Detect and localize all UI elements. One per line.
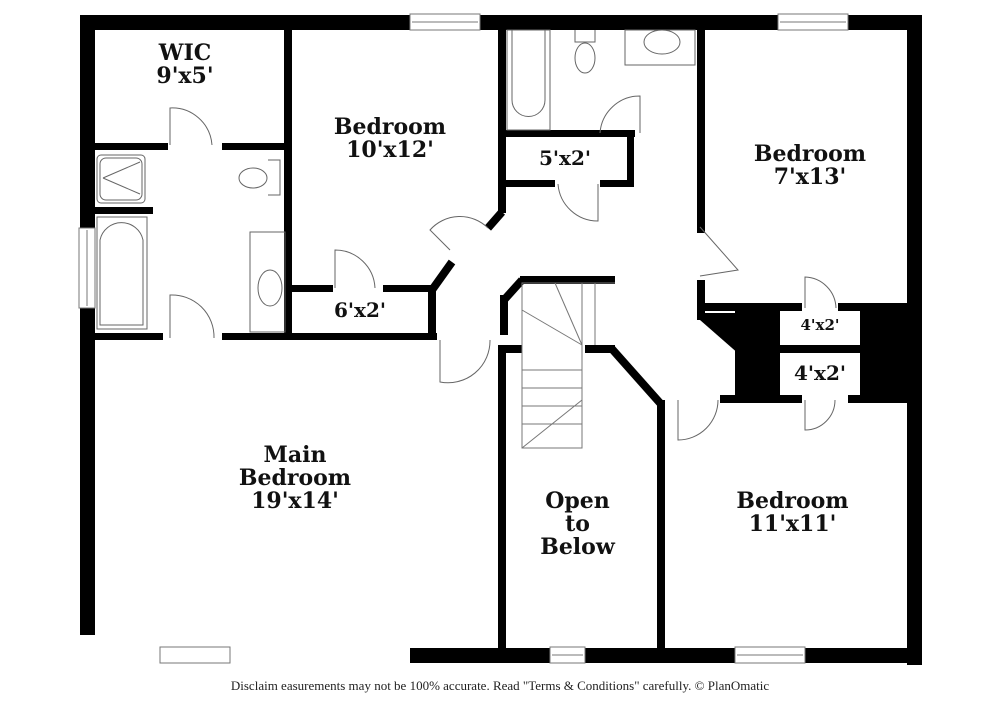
wall-exterior-top <box>80 15 920 30</box>
sink-hall <box>643 29 681 55</box>
wall-bedroom-se-right <box>907 395 915 650</box>
door-hall-bath <box>599 95 641 134</box>
wall-bath-bedroom-ne <box>697 28 705 233</box>
wall-closet-block-right <box>860 308 910 400</box>
room-label-wic: WIC 9'x5' <box>156 40 214 90</box>
shower <box>96 154 146 204</box>
wall-wic-bottom-left <box>93 143 168 150</box>
wall-stair-top <box>520 276 615 284</box>
wall-closet5-right <box>627 130 634 185</box>
doors <box>169 95 837 441</box>
bath-fixtures <box>96 29 696 333</box>
room-label-closet-4x2-upper: 4'x2' <box>800 316 840 334</box>
wall-closet-bevel <box>700 313 740 355</box>
wall-bedroom-ne-lower <box>697 280 705 320</box>
wall-closet-divider <box>778 345 862 353</box>
toilet-hall <box>574 42 596 74</box>
windows <box>78 13 849 664</box>
stairs <box>521 282 615 449</box>
wall-diagonal-stair <box>501 277 525 303</box>
wall-hall-bath-bottom <box>500 130 635 137</box>
wall-closet6-right <box>428 285 436 340</box>
wall-open-top-left <box>500 345 522 353</box>
wall-diagonal-hall <box>484 209 506 231</box>
wall-wic-bottom-right <box>222 143 288 150</box>
door-bedroom-se <box>677 399 719 441</box>
bathtub-hall <box>506 29 551 131</box>
room-label-main-bedroom: Main Bedroom 19'x14' <box>238 442 352 515</box>
wall-hall-bath-left <box>498 28 506 213</box>
room-label-open-to-below: Open to Below <box>540 488 615 561</box>
bathtub-main <box>96 216 148 330</box>
wall-diagonal-open <box>609 346 663 406</box>
wall-closet5-bottom-left <box>500 180 555 187</box>
wall-bath-bottom-left <box>93 333 163 340</box>
toilet-tank-main <box>268 159 281 196</box>
wall-bedroom-ne-bottom-right <box>838 303 913 311</box>
wall-stair-left-upper <box>500 295 508 335</box>
door-bedroom-nw <box>429 216 489 251</box>
wall-open-left <box>498 345 506 650</box>
wall-open-top-right <box>585 345 615 353</box>
wall-closet-block-left <box>735 308 780 400</box>
wall-bath-bottom-right <box>222 333 437 340</box>
door-closet5 <box>557 183 599 222</box>
room-label-bedroom-ne: Bedroom 7'x13' <box>753 141 867 191</box>
wall-closet-bottom-right <box>848 395 910 403</box>
room-label-closet-6x2: 6'x2' <box>333 298 386 322</box>
toilet-tank-hall <box>574 30 596 43</box>
wall-bedroom-ne-bottom-left <box>697 303 802 311</box>
wall-closet-bottom-left <box>720 395 802 403</box>
door-closet6 <box>334 249 376 289</box>
wall-diagonal-closet6 <box>428 259 456 293</box>
room-label-closet-4x2-lower: 4'x2' <box>793 361 846 385</box>
door-closet-4x2-upper <box>804 276 837 309</box>
wall-closet6-top-right <box>383 285 433 292</box>
door-main-bedroom <box>439 339 491 384</box>
door-main-bath <box>169 294 215 339</box>
door-bedroom-ne <box>699 226 739 277</box>
toilet-main <box>238 167 268 189</box>
room-label-bedroom-nw: Bedroom 10'x12' <box>333 114 447 164</box>
room-label-closet-5x2: 5'x2' <box>538 146 591 170</box>
wall-closet6-top-left <box>288 285 333 292</box>
wall-open-right <box>657 400 665 650</box>
door-wic <box>169 107 213 146</box>
door-closet-4x2-lower <box>804 399 836 431</box>
wall-wic-bedroom <box>284 28 292 333</box>
wall-shower-divider <box>93 207 153 214</box>
wall-closet5-bottom-right <box>600 180 634 187</box>
sink-main <box>257 269 283 307</box>
window-main <box>159 646 231 664</box>
room-label-bedroom-se: Bedroom 11'x11' <box>736 488 849 538</box>
vanity <box>249 231 286 333</box>
disclaimer-text: Disclaim easurements may not be 100% acc… <box>230 678 770 693</box>
vanity-hall <box>624 29 696 66</box>
wall-exterior-left <box>80 15 95 635</box>
